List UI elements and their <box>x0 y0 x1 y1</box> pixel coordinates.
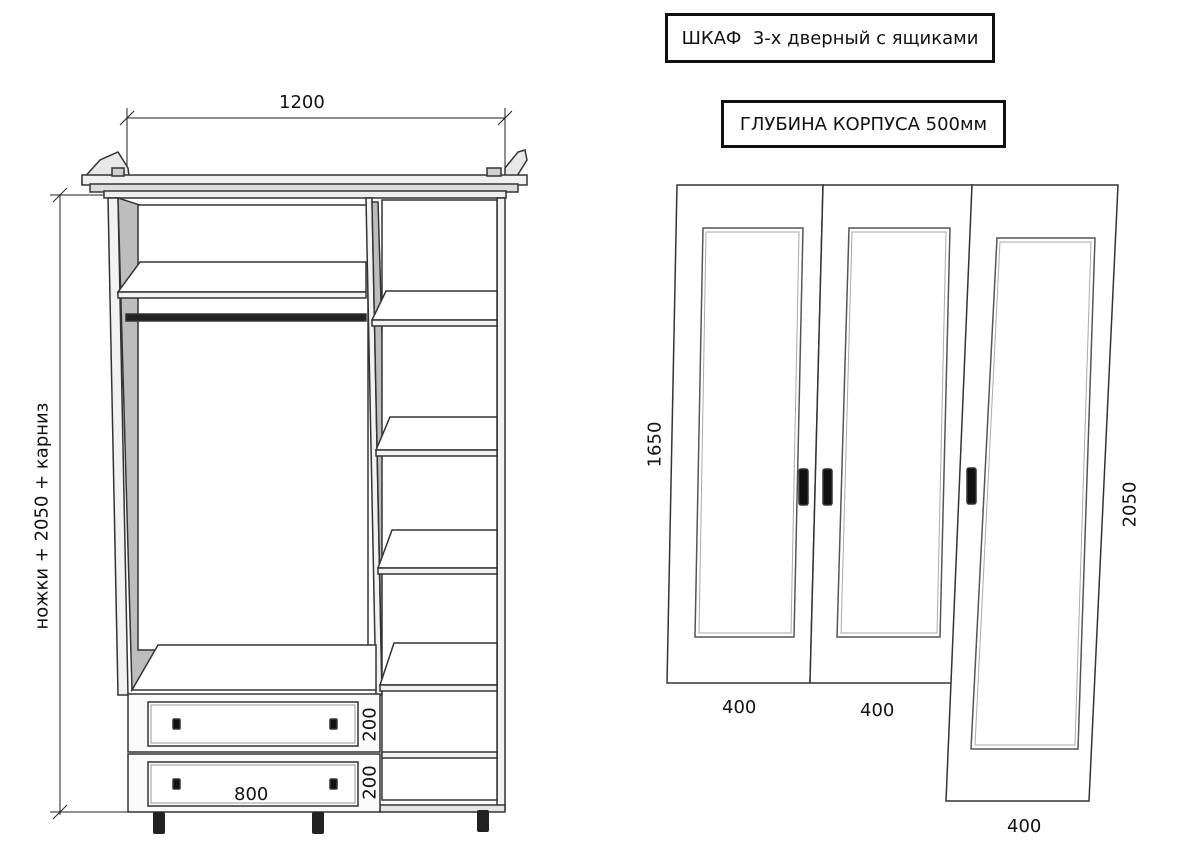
cabinet-body <box>107 196 506 813</box>
width-dimension-line <box>119 108 513 175</box>
depth-label-box: ГЛУБИНА КОРПУСА 500мм <box>721 100 1006 148</box>
door-2-width-label: 400 <box>860 700 895 721</box>
door-tall-height-label: 2050 <box>1119 481 1141 528</box>
door-short-height-label: 1650 <box>644 421 666 468</box>
door-1 <box>666 184 824 684</box>
drawer-bottom <box>127 753 381 813</box>
drawer-top-height-label: 200 <box>359 707 381 742</box>
door-3-width-label: 400 <box>1007 816 1042 837</box>
door-2 <box>809 184 973 684</box>
cabinet-width-label: 1200 <box>279 92 325 113</box>
cabinet-legs <box>153 810 489 834</box>
cabinet-height-label: ножки + 2050 + карниз <box>31 402 53 630</box>
title-box: ШКАФ 3-х дверный с ящиками <box>665 13 995 63</box>
door-3 <box>945 184 1119 802</box>
drawer-width-label: 800 <box>234 784 269 805</box>
drawer-bottom-height-label: 200 <box>359 765 381 800</box>
cornice <box>81 149 528 199</box>
door-1-width-label: 400 <box>722 697 757 718</box>
drawer-top <box>127 693 381 753</box>
